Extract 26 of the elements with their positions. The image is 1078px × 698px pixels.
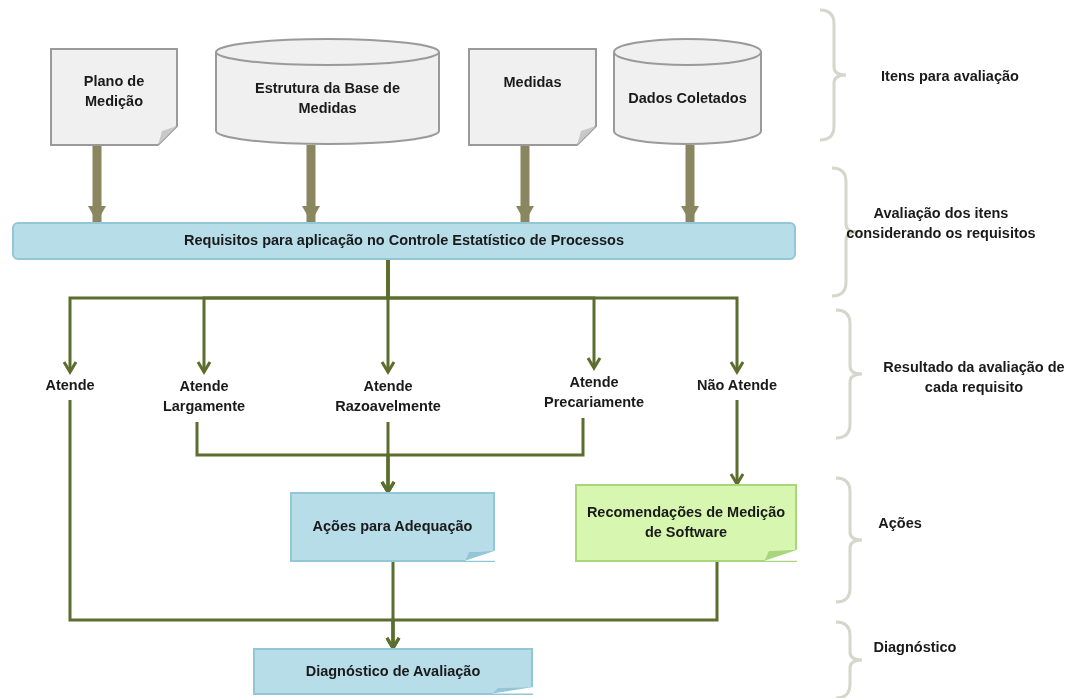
block-arrow <box>516 146 534 222</box>
block-arrow <box>302 145 320 222</box>
note-box: Diagnóstico de Avaliação <box>253 648 533 695</box>
connector-arrow <box>386 260 745 374</box>
process-bar: Requisitos para aplicação no Controle Estatístico de Processos <box>12 222 796 260</box>
result-label: Atende Razoavelmente <box>308 372 468 422</box>
section-label: Avaliação dos itens considerando os requisitos <box>846 204 1036 244</box>
connector-arrow <box>385 562 719 650</box>
result-label: Atende Largamente <box>140 372 268 422</box>
result-label: Atende <box>30 372 110 400</box>
database-cylinder: Dados Coletados <box>613 38 762 145</box>
note-box: Recomendações de Medição de Software <box>575 484 797 562</box>
section-label: Resultado da avaliação de cada requisito <box>882 358 1066 398</box>
block-arrow <box>681 145 699 222</box>
section-label: Ações <box>877 514 923 533</box>
note-box: Ações para Adequação <box>290 492 495 562</box>
document-shape: Plano de Medição <box>50 48 178 146</box>
connector-arrow <box>380 418 585 494</box>
document-shape: Medidas <box>468 48 597 146</box>
result-label: Atende Precariamente <box>522 368 666 418</box>
block-arrow <box>88 146 106 222</box>
section-label: Diagnóstico <box>872 638 958 657</box>
connector-arrow <box>729 400 745 486</box>
section-label: Itens para avaliação <box>880 67 1020 86</box>
result-label: Não Atende <box>677 372 797 400</box>
database-cylinder: Estrutura da Base de Medidas <box>215 38 440 145</box>
